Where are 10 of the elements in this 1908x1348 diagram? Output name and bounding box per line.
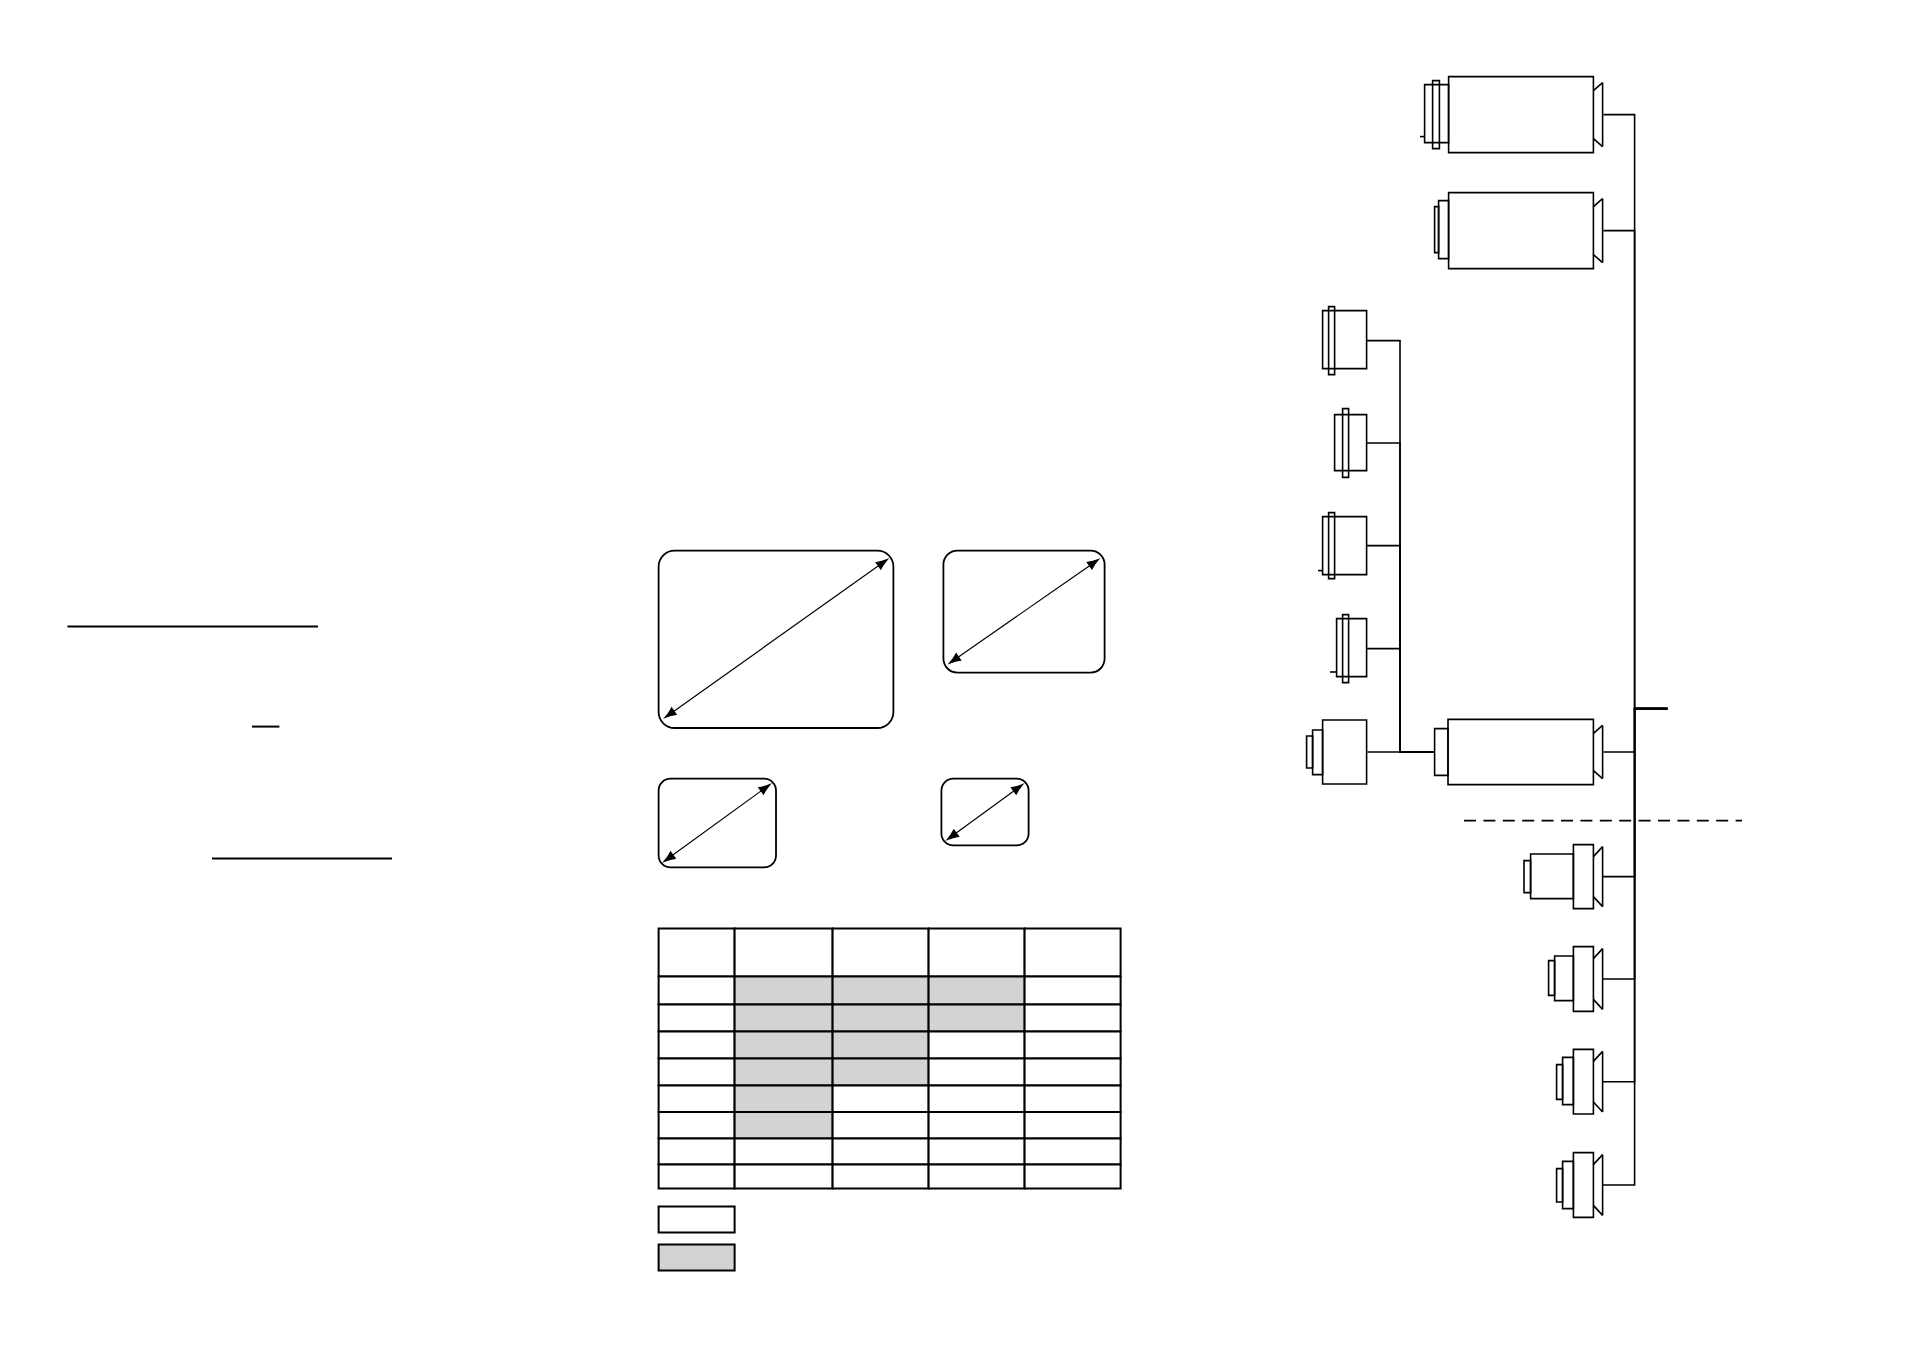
- connector-line: [1602, 707, 1669, 1186]
- device-drawing: [1321, 305, 1368, 376]
- device-drawing: [1317, 511, 1368, 580]
- device-drawing: [1547, 945, 1604, 1013]
- device-drawing: [1523, 843, 1604, 910]
- device-drawing: [1555, 1048, 1604, 1115]
- device-drawing: [1555, 1151, 1604, 1219]
- device-drawing: [1333, 407, 1368, 479]
- connector-line: [1366, 751, 1435, 753]
- device-drawing: [1329, 613, 1368, 684]
